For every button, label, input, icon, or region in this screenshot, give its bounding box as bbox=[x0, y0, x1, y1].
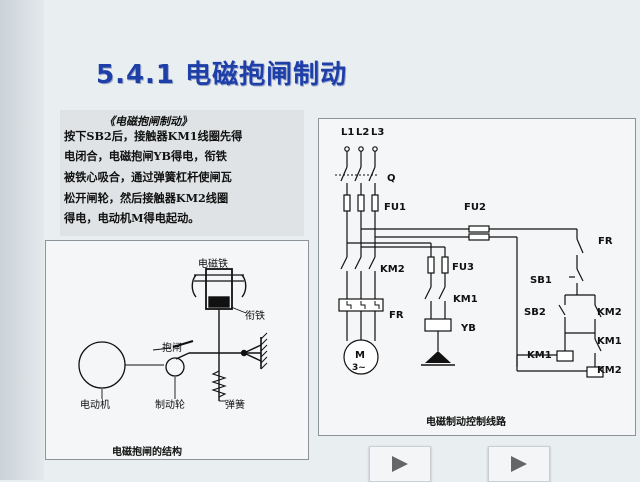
circuit-caption: 电磁制动控制线路 bbox=[426, 417, 506, 428]
q-label: Q bbox=[387, 173, 396, 184]
forward-button[interactable] bbox=[488, 446, 550, 482]
brake-structure-panel bbox=[45, 240, 309, 460]
motor-phase-label: 3~ bbox=[352, 363, 366, 373]
description-line: 松开闸轮，然后接触器KM2线圈 bbox=[64, 191, 229, 205]
km2-coil-label: KM2 bbox=[597, 365, 622, 376]
description-box bbox=[60, 110, 304, 236]
fu1-label: FU1 bbox=[384, 202, 406, 213]
slide-title: 5.4.1 电磁抱闸制动 bbox=[96, 60, 348, 90]
motor-label: 电动机 bbox=[80, 400, 110, 411]
description-line: 得电，电动机M得电起动。 bbox=[64, 211, 200, 225]
left-stripe bbox=[0, 0, 44, 480]
km2-main-label: KM2 bbox=[380, 264, 405, 275]
phase-l3-label: L3 bbox=[371, 127, 385, 138]
description-heading: 《电磁抱闸制动》 bbox=[104, 115, 192, 128]
motor-m-label: M bbox=[355, 350, 365, 361]
control-circuit-panel bbox=[318, 118, 636, 436]
sb1-label: SB1 bbox=[530, 275, 552, 286]
description-line: 被铁心吸合，通过弹簧杠杆使闸瓦 bbox=[64, 170, 232, 184]
electromagnet-label: 电磁铁 bbox=[198, 259, 228, 270]
km1-coil-label: KM1 bbox=[527, 350, 552, 361]
sb2-label: SB2 bbox=[524, 307, 546, 318]
brake-wheel-label: 制动轮 bbox=[155, 400, 185, 411]
description-line: 电闭合，电磁抱闸YB得电，衔铁 bbox=[64, 149, 227, 163]
armature-label: 衔铁 bbox=[245, 311, 265, 322]
description-line: 按下SB2后，接触器KM1线圈先得 bbox=[64, 129, 243, 143]
next-button[interactable] bbox=[369, 446, 431, 482]
structure-caption: 电磁抱闸的结构 bbox=[112, 447, 182, 458]
fu2-label: FU2 bbox=[464, 202, 486, 213]
play-arrow-icon bbox=[392, 456, 408, 472]
brake-shoe-label: 抱闸 bbox=[162, 343, 182, 354]
fr-main-label: FR bbox=[389, 310, 404, 321]
phase-l2-label: L2 bbox=[356, 127, 370, 138]
fu3-label: FU3 bbox=[452, 262, 474, 273]
km1-aux-label: KM1 bbox=[597, 336, 622, 347]
phase-l1-label: L1 bbox=[341, 127, 355, 138]
control-circuit-drawing bbox=[335, 146, 604, 378]
yb-label: YB bbox=[461, 323, 476, 334]
brake-structure-drawing bbox=[78, 268, 268, 402]
km2-aux-label: KM2 bbox=[597, 307, 622, 318]
fr-ctrl-label: FR bbox=[598, 236, 613, 247]
spring-label: 弹簧 bbox=[225, 400, 245, 411]
km1-main-label: KM1 bbox=[453, 294, 478, 305]
play-arrow-icon bbox=[511, 456, 527, 472]
